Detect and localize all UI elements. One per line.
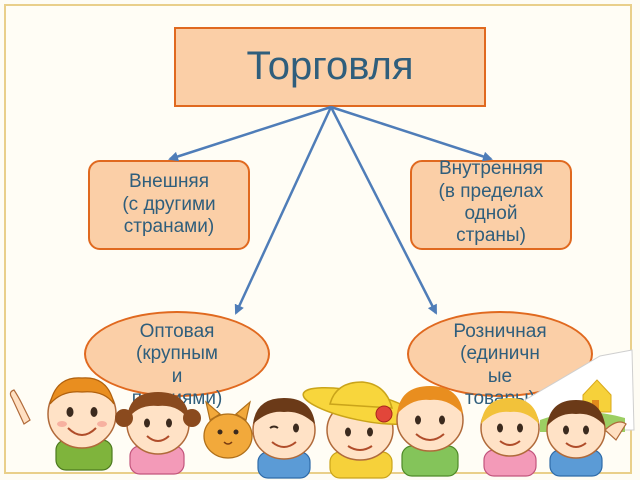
wholesale-trade-oval: Оптовая (крупным и партиями) <box>84 311 270 409</box>
internal-trade-label: Внутренняя (в пределах одной страны) <box>438 158 544 247</box>
external-trade-label: Внешняя (с другими странами) <box>122 171 216 238</box>
arrow-to-external <box>168 105 332 162</box>
child-1-icon <box>9 377 117 471</box>
diagram-title: Торговля <box>246 44 414 89</box>
child-6-icon <box>480 398 540 477</box>
arrow-to-internal <box>330 105 493 162</box>
arrow-to-retail <box>329 106 438 315</box>
child-5-icon <box>396 386 464 477</box>
child-2-icon <box>115 392 201 475</box>
internal-trade-box: Внутренняя (в пределах одной страны) <box>410 158 572 250</box>
title-box: Торговля <box>174 27 486 107</box>
child-7-icon <box>546 400 627 477</box>
arrow-to-wholesale <box>234 106 333 315</box>
external-trade-box: Внешняя (с другими странами) <box>88 160 250 250</box>
cat-toy-icon <box>203 400 253 459</box>
child-3-icon <box>252 398 316 479</box>
child-4-icon <box>302 381 418 479</box>
